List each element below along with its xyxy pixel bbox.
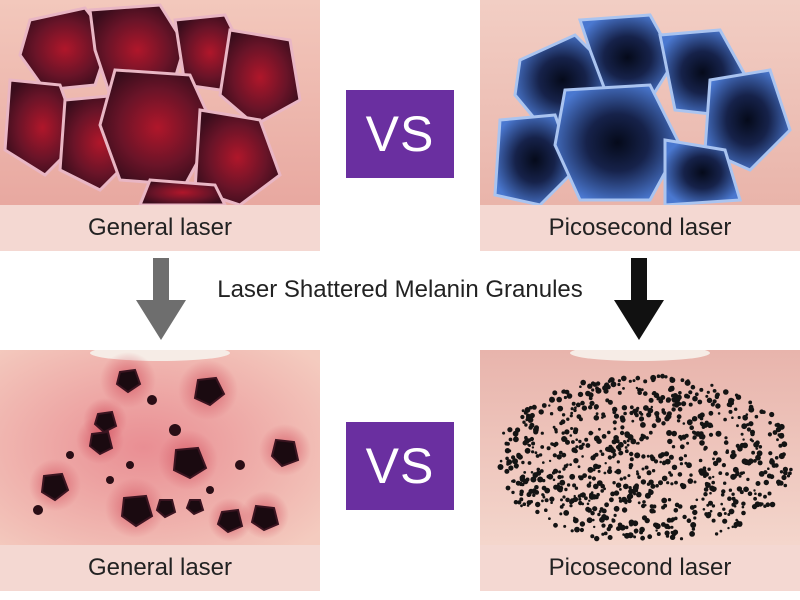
general-laser-shattered-granules-illustration — [0, 350, 320, 545]
picosecond-laser-fine-particles-illustration — [480, 350, 800, 545]
bottom-left-panel — [0, 350, 320, 545]
bottom-right-caption: Picosecond laser — [480, 545, 800, 591]
general-laser-melanin-cells-illustration — [0, 0, 320, 205]
black-down-arrow-icon — [614, 258, 664, 340]
bottom-right-panel — [480, 350, 800, 545]
picosecond-laser-melanin-cells-illustration — [480, 0, 800, 205]
vs-badge-bottom: VS — [346, 422, 454, 510]
top-right-caption: Picosecond laser — [480, 205, 800, 251]
top-left-panel — [0, 0, 320, 205]
vs-badge-top: VS — [346, 90, 454, 178]
bottom-left-caption: General laser — [0, 545, 320, 591]
top-left-caption: General laser — [0, 205, 320, 251]
gray-down-arrow-icon — [136, 258, 186, 340]
shattered-melanin-label: Laser Shattered Melanin Granules — [217, 276, 583, 303]
top-right-panel — [480, 0, 800, 205]
